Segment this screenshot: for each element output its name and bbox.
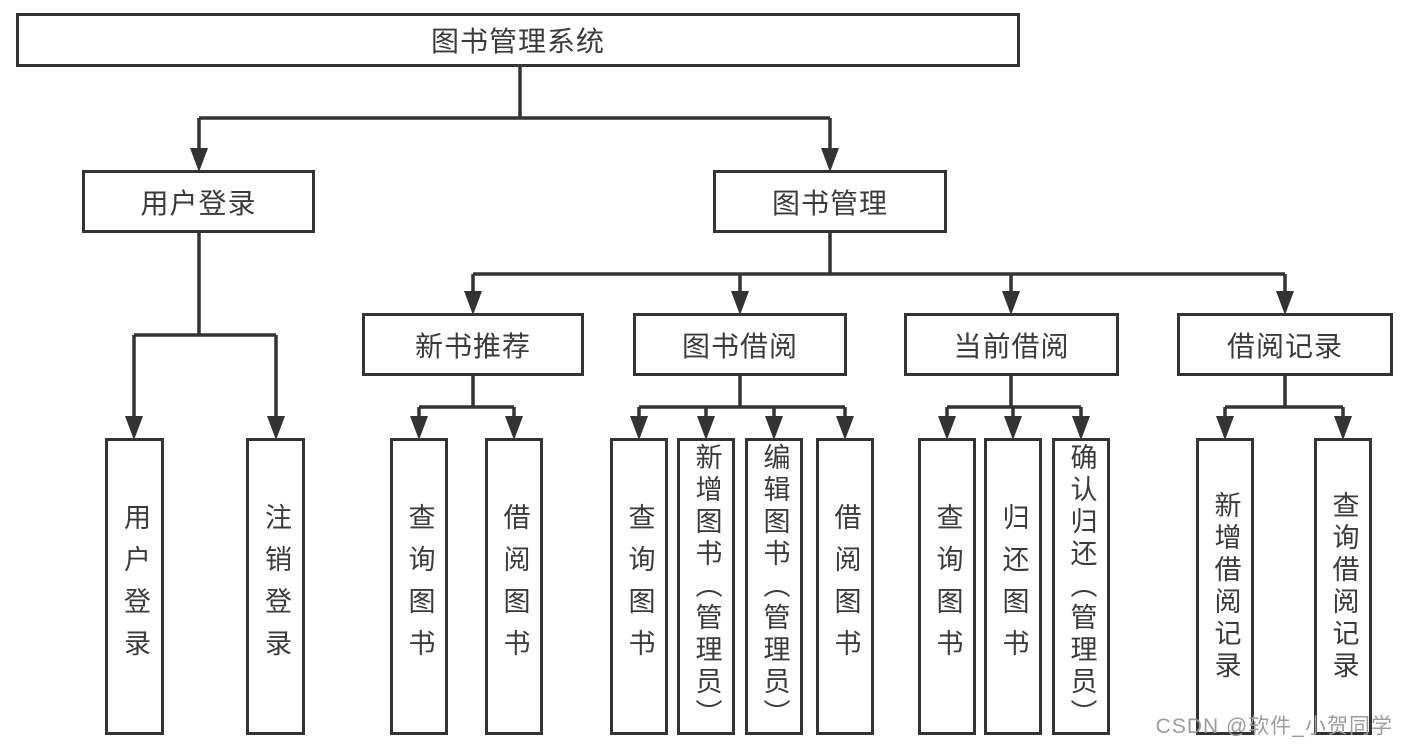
leaf-current-query: 查询图书 bbox=[918, 438, 976, 735]
node-borrowing-records: 借阅记录 bbox=[1177, 313, 1393, 376]
leaf-current-confirm-admin-label: 确认归还（管理员） bbox=[1066, 442, 1097, 731]
csdn-watermark: CSDN @软件_小贺同学 bbox=[1155, 715, 1393, 738]
connector-bookmgmt-to-level3 bbox=[464, 233, 1294, 315]
connector-currentborrow-to-leaves bbox=[938, 376, 1090, 440]
node-book-borrowing-label: 图书借阅 bbox=[681, 330, 798, 362]
node-current-borrowing-label: 当前借阅 bbox=[953, 330, 1070, 362]
node-user-login-label: 用户登录 bbox=[140, 187, 257, 219]
node-root-label: 图书管理系统 bbox=[430, 26, 605, 57]
connector-bookborrow-to-leaves bbox=[630, 376, 854, 440]
node-new-book-recommend-label: 新书推荐 bbox=[414, 330, 531, 362]
leaf-newbook-query-label: 查询图书 bbox=[404, 502, 435, 671]
leaf-borrow-query-label: 查询图书 bbox=[624, 502, 655, 671]
leaf-current-confirm-admin: 确认归还（管理员） bbox=[1052, 438, 1110, 735]
node-user-login: 用户登录 bbox=[82, 170, 315, 233]
leaf-records-add: 新增借阅记录 bbox=[1196, 438, 1254, 735]
node-new-book-recommend: 新书推荐 bbox=[362, 313, 584, 376]
leaf-borrow-add-admin-label: 新增图书（管理员） bbox=[691, 442, 722, 731]
node-book-management-label: 图书管理 bbox=[771, 187, 888, 219]
leaf-records-query: 查询借阅记录 bbox=[1314, 438, 1372, 735]
leaf-current-return: 归还图书 bbox=[984, 438, 1042, 735]
leaf-logout-label: 注销登录 bbox=[261, 502, 291, 671]
connector-records-to-leaves bbox=[1216, 376, 1352, 440]
leaf-newbook-borrow: 借阅图书 bbox=[485, 438, 543, 735]
leaf-borrow-borrow: 借阅图书 bbox=[816, 438, 874, 735]
leaf-user-login: 用户登录 bbox=[105, 438, 164, 735]
leaf-current-query-label: 查询图书 bbox=[932, 502, 963, 671]
leaf-borrow-borrow-label: 借阅图书 bbox=[830, 502, 861, 671]
node-book-borrowing: 图书借阅 bbox=[633, 313, 847, 376]
connector-userlogin-to-leaves bbox=[125, 233, 285, 440]
leaf-records-add-label: 新增借阅记录 bbox=[1210, 490, 1241, 683]
leaf-records-query-label: 查询借阅记录 bbox=[1328, 490, 1359, 683]
leaf-logout: 注销登录 bbox=[246, 438, 305, 735]
node-current-borrowing: 当前借阅 bbox=[904, 313, 1119, 376]
leaf-borrow-add-admin: 新增图书（管理员） bbox=[677, 438, 735, 735]
node-borrowing-records-label: 借阅记录 bbox=[1226, 330, 1343, 362]
leaf-current-return-label: 归还图书 bbox=[998, 502, 1029, 671]
leaf-borrow-edit-admin: 编辑图书（管理员） bbox=[745, 438, 803, 735]
leaf-user-login-label: 用户登录 bbox=[120, 502, 150, 671]
leaf-newbook-query: 查询图书 bbox=[390, 438, 448, 735]
leaf-newbook-borrow-label: 借阅图书 bbox=[499, 502, 530, 671]
connector-root-to-level2 bbox=[190, 67, 839, 172]
leaf-borrow-query: 查询图书 bbox=[610, 438, 668, 735]
node-book-management: 图书管理 bbox=[713, 170, 947, 233]
node-root: 图书管理系统 bbox=[16, 13, 1020, 67]
leaf-borrow-edit-admin-label: 编辑图书（管理员） bbox=[759, 442, 790, 731]
connector-newbooks-to-leaves bbox=[410, 376, 523, 440]
